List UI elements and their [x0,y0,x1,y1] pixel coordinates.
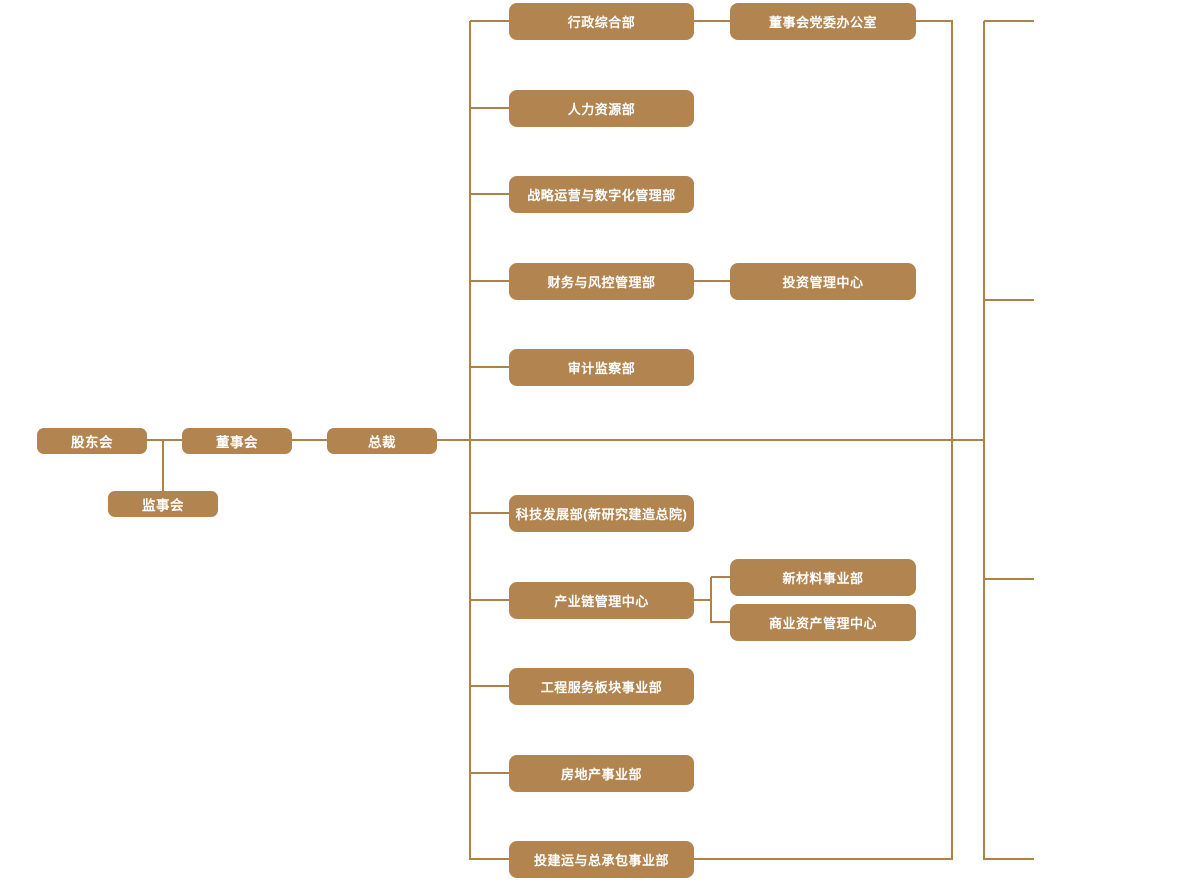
connector-main-president-line [436,439,985,441]
connector-branch-admin [470,20,510,22]
org-node-finance-risk-dept: 财务与风控管理部 [509,263,694,300]
connector-branch-audit [470,366,510,368]
org-node-real-estate-div: 房地产事业部 [509,755,694,792]
org-node-audit-supervision-dept: 审计监察部 [509,349,694,386]
connector-link-finance-investment [694,280,731,282]
connector-link-chain-stem [694,599,712,601]
org-node-board-party-office: 董事会党委办公室 [730,3,916,40]
org-node-strategy-digital-dept: 战略运营与数字化管理部 [509,176,694,213]
connector-branch-epc [470,858,510,860]
connector-trunk-vertical [469,21,471,860]
connector-link-board-president [291,439,328,441]
connector-right-stub-top [984,20,1034,22]
connector-link-chain-materials [711,576,731,578]
connector-right-rail-inner [951,21,953,860]
connector-link-admin-party-office [694,20,731,22]
org-node-commercial-assets-center: 商业资产管理中心 [730,604,916,641]
connector-branch-engineering [470,685,510,687]
connector-link-shareholders-board [146,439,183,441]
connector-branch-tech [470,512,510,514]
connector-link-chain-commercial [711,621,731,623]
org-node-new-materials-div: 新材料事业部 [730,559,916,596]
org-node-supervisory-board: 监事会 [108,491,218,517]
connector-right-stub-lower [984,578,1034,580]
connector-drop-supervisory [162,440,164,492]
connector-branch-hr [470,107,510,109]
org-node-board-of-directors: 董事会 [182,428,292,454]
connector-link-epc-rail [694,858,952,860]
connector-right-rail-outer [983,21,985,860]
connector-link-party-office-rail [916,20,953,22]
connector-chain-children-vertical [710,577,712,623]
org-node-engineering-services-div: 工程服务板块事业部 [509,668,694,705]
connector-branch-chain [470,599,510,601]
org-node-invest-build-epc-div: 投建运与总承包事业部 [509,841,694,878]
org-node-industry-chain-center: 产业链管理中心 [509,582,694,619]
org-node-president: 总裁 [327,428,437,454]
connector-right-stub-bottom [984,858,1034,860]
org-node-shareholders: 股东会 [37,428,147,454]
org-node-admin-general-dept: 行政综合部 [509,3,694,40]
org-node-investment-center: 投资管理中心 [730,263,916,300]
connector-right-stub-upper [984,299,1034,301]
connector-branch-strategy [470,193,510,195]
connector-branch-realestate [470,772,510,774]
connector-branch-finance [470,280,510,282]
org-node-tech-development-dept: 科技发展部(新研究建造总院) [509,495,694,532]
org-node-hr-dept: 人力资源部 [509,90,694,127]
